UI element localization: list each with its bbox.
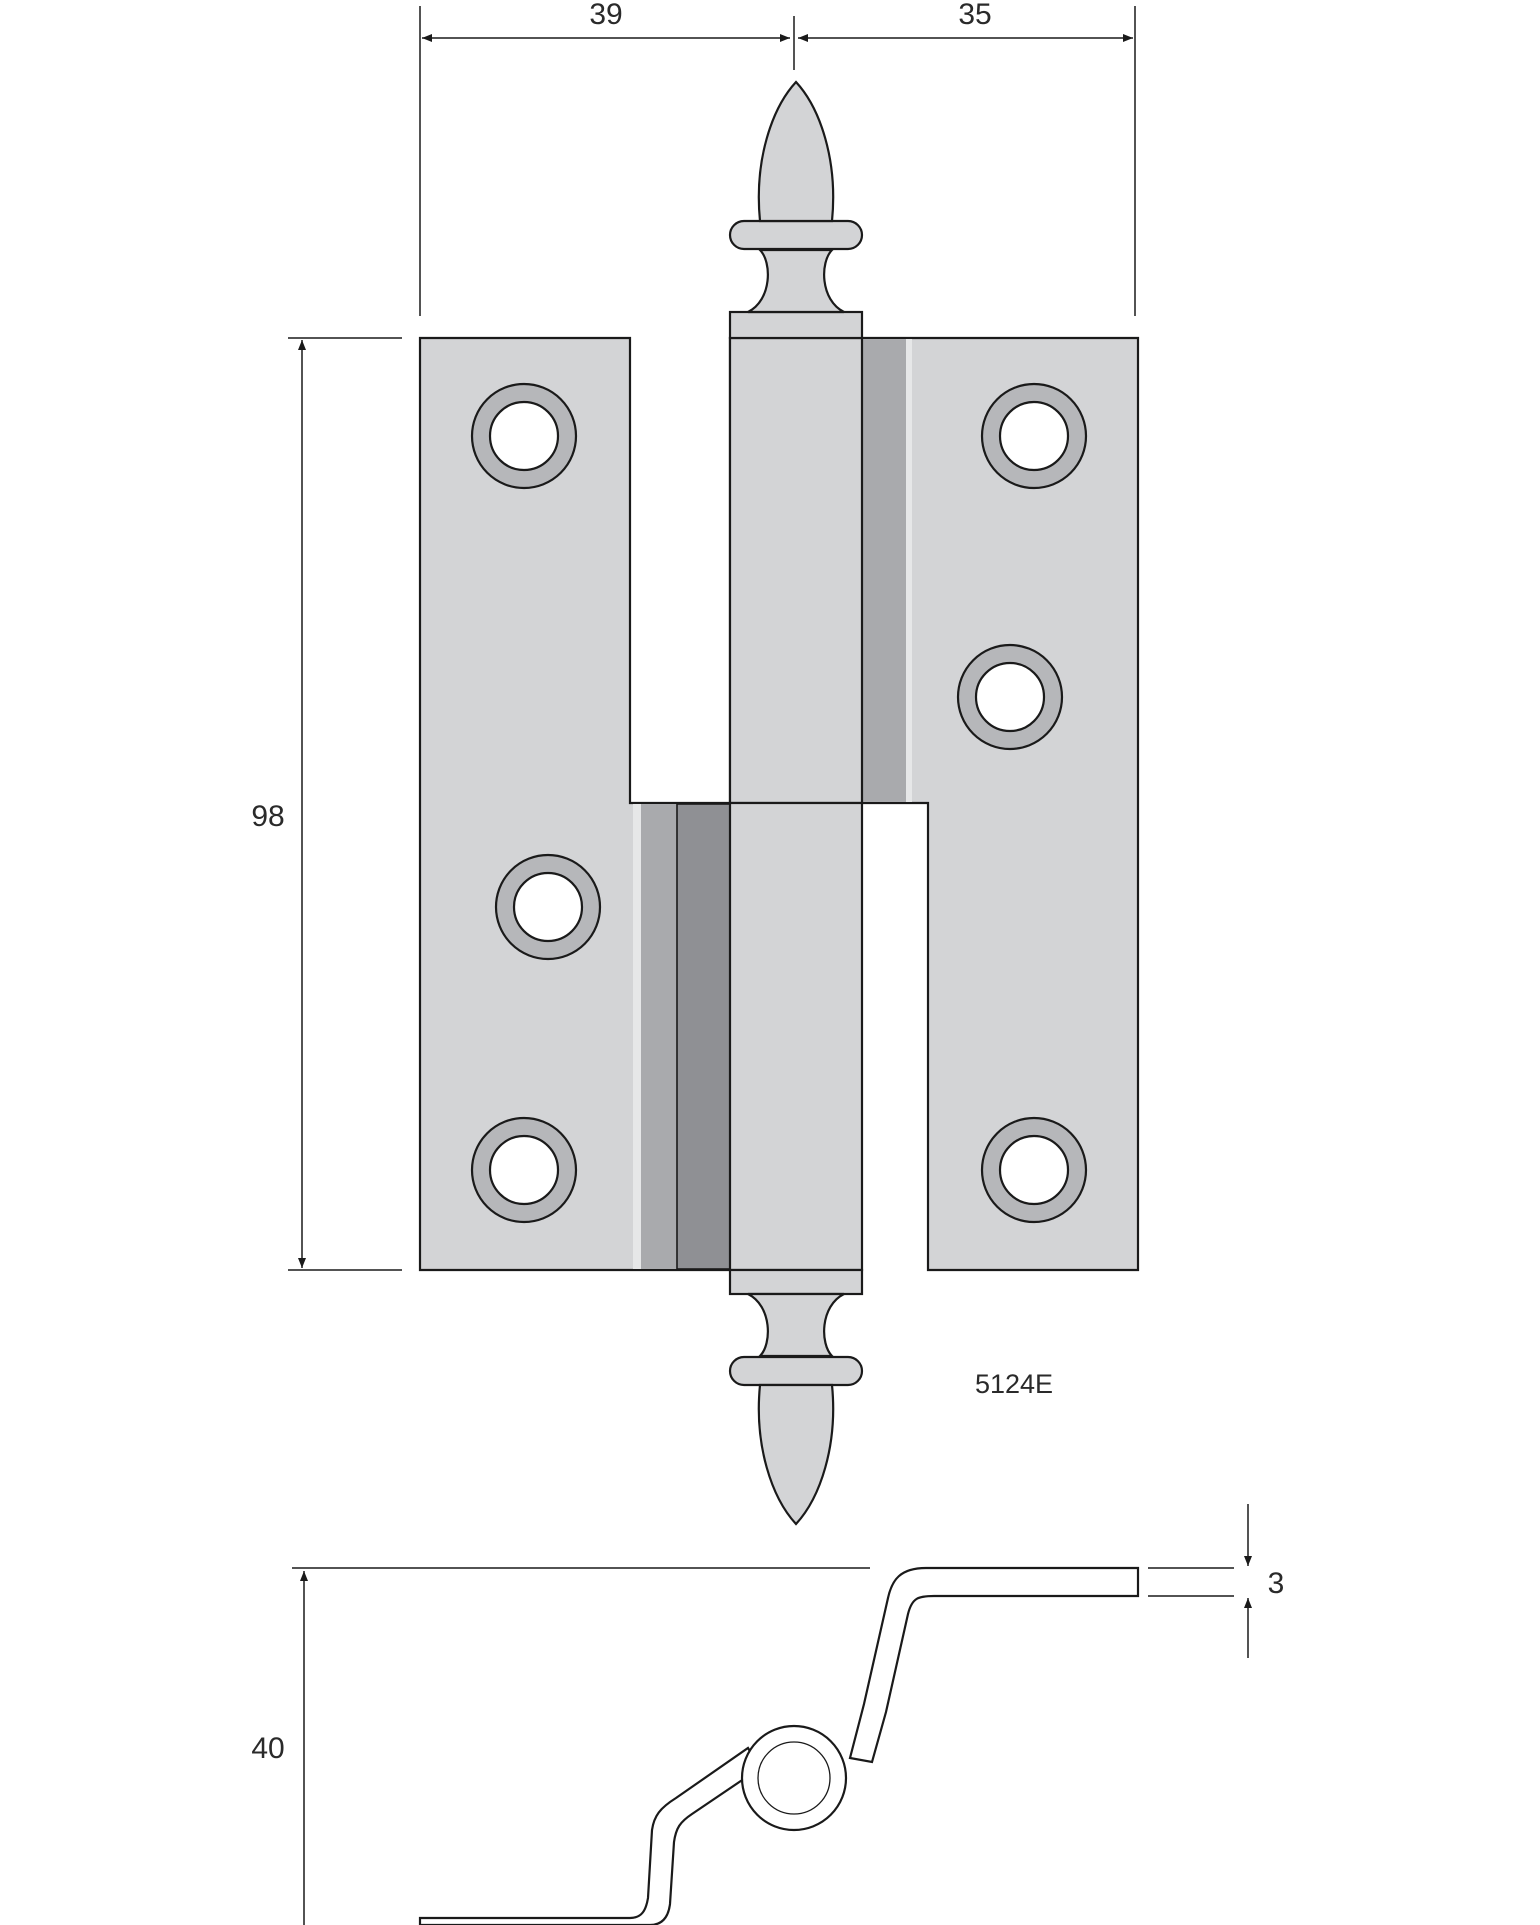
dim-label-40: 40 (251, 1732, 284, 1765)
upper-knuckle (728, 336, 864, 805)
bottom-finial (728, 1268, 864, 1526)
left-knuckle-highlight (633, 804, 641, 1269)
profile-dimension-lines (292, 1504, 1252, 1925)
hinge-front-view (418, 80, 1140, 1526)
left-knuckle-shade (641, 804, 677, 1269)
screw-hole (470, 382, 578, 490)
screw-hole (470, 1116, 578, 1224)
top-finial (728, 80, 864, 340)
left-knuckle-dark (676, 803, 731, 1270)
screw-hole (956, 643, 1064, 751)
dim-label-3: 3 (1268, 1567, 1285, 1600)
dim-label-98: 98 (251, 800, 284, 833)
right-knuckle-highlight (906, 339, 912, 802)
lower-knuckle (728, 801, 864, 1272)
screw-hole (980, 1116, 1088, 1224)
right-knuckle-shade (862, 339, 906, 802)
model-code: 5124E (975, 1369, 1053, 1399)
profile-lower-plate (418, 1746, 762, 1925)
profile-knuckle (740, 1724, 848, 1832)
hinge-profile-view (418, 1566, 1140, 1925)
dim-label-35: 35 (958, 0, 991, 31)
profile-pin (757, 1741, 831, 1815)
profile-upper-plate (848, 1566, 1140, 1764)
screw-hole (494, 853, 602, 961)
dim-label-39: 39 (589, 0, 622, 31)
dimension-lines (288, 6, 1136, 1271)
screw-hole (980, 382, 1088, 490)
